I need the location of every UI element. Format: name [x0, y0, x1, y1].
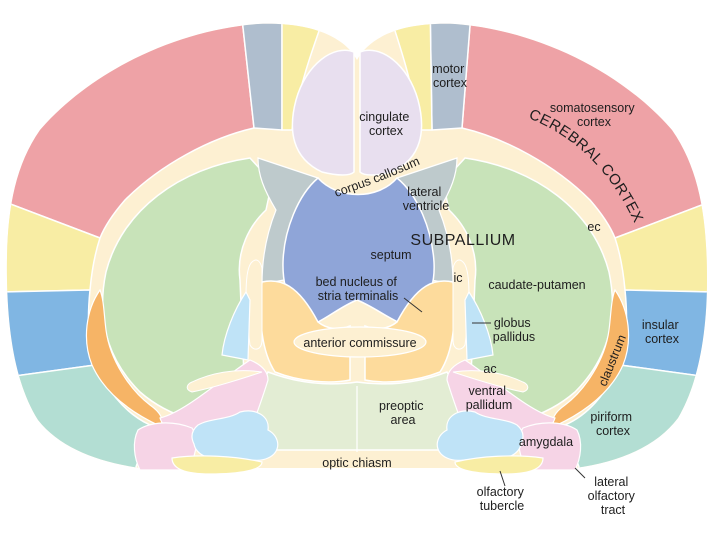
label-somatosensory-cortex: somatosensory cortex	[550, 101, 638, 129]
cingulate-cortex-right	[359, 49, 423, 176]
septum	[282, 176, 435, 323]
label-anterior-commissure: anterior commissure	[303, 336, 416, 350]
label-globus-pallidus: globus pallidus	[493, 316, 535, 344]
label-amygdala: amygdala	[519, 435, 573, 449]
light-blue-island-left	[191, 410, 279, 461]
label-ec: ec	[587, 220, 600, 234]
ac-arm-right	[452, 370, 529, 393]
label-ic: ic	[453, 271, 462, 285]
caudate-putamen-right	[442, 157, 614, 426]
label-piriform-cortex: piriform cortex	[590, 410, 635, 438]
cortex-left-insular	[6, 289, 96, 379]
label-ventral-pallidum: ventral pallidum	[466, 384, 513, 412]
olfactory-tubercle-left	[171, 455, 263, 475]
bed-nucleus-left	[259, 280, 351, 383]
label-septum: septum	[371, 248, 412, 262]
label-ac: ac	[483, 362, 496, 376]
cingulate-cortex-left	[291, 49, 355, 176]
label-optic-chiasm: optic chiasm	[322, 456, 391, 470]
caudate-putamen-left	[101, 157, 273, 426]
leader-lateral-olfactory-tract	[574, 467, 586, 479]
bed-nucleus-right	[364, 280, 456, 383]
leader-olfactory-tubercle	[499, 470, 506, 487]
label-insular-cortex: insular cortex	[642, 318, 682, 346]
globus-pallidus-left	[221, 290, 251, 361]
leader-bed-nucleus	[403, 297, 423, 313]
label-cingulate-cortex: cingulate cortex	[359, 110, 413, 138]
label-motor-cortex: motor cortex	[432, 62, 467, 90]
label-bed-nucleus: bed nucleus of stria terminalis	[316, 275, 401, 303]
label-preoptic-area: preoptic area	[379, 399, 427, 427]
internal-capsule-left	[245, 259, 263, 350]
label-lateral-olfactory-tract: lateral olfactory tract	[588, 475, 639, 517]
light-blue-island-right	[436, 410, 524, 461]
globus-pallidus-right	[464, 290, 494, 361]
label-subpallium: SUBPALLIUM	[410, 232, 515, 249]
preoptic-area	[247, 371, 468, 451]
olfactory-tubercle-right	[454, 455, 544, 475]
label-caudate-putamen: caudate-putamen	[488, 278, 585, 292]
internal-capsule-right	[452, 259, 470, 350]
label-lateral-ventricle: lateral ventricle	[403, 185, 450, 213]
anterior-commissure	[293, 326, 427, 358]
label-olfactory-tubercle: olfactory tubercle	[477, 485, 528, 513]
ac-arm-left	[186, 370, 263, 393]
